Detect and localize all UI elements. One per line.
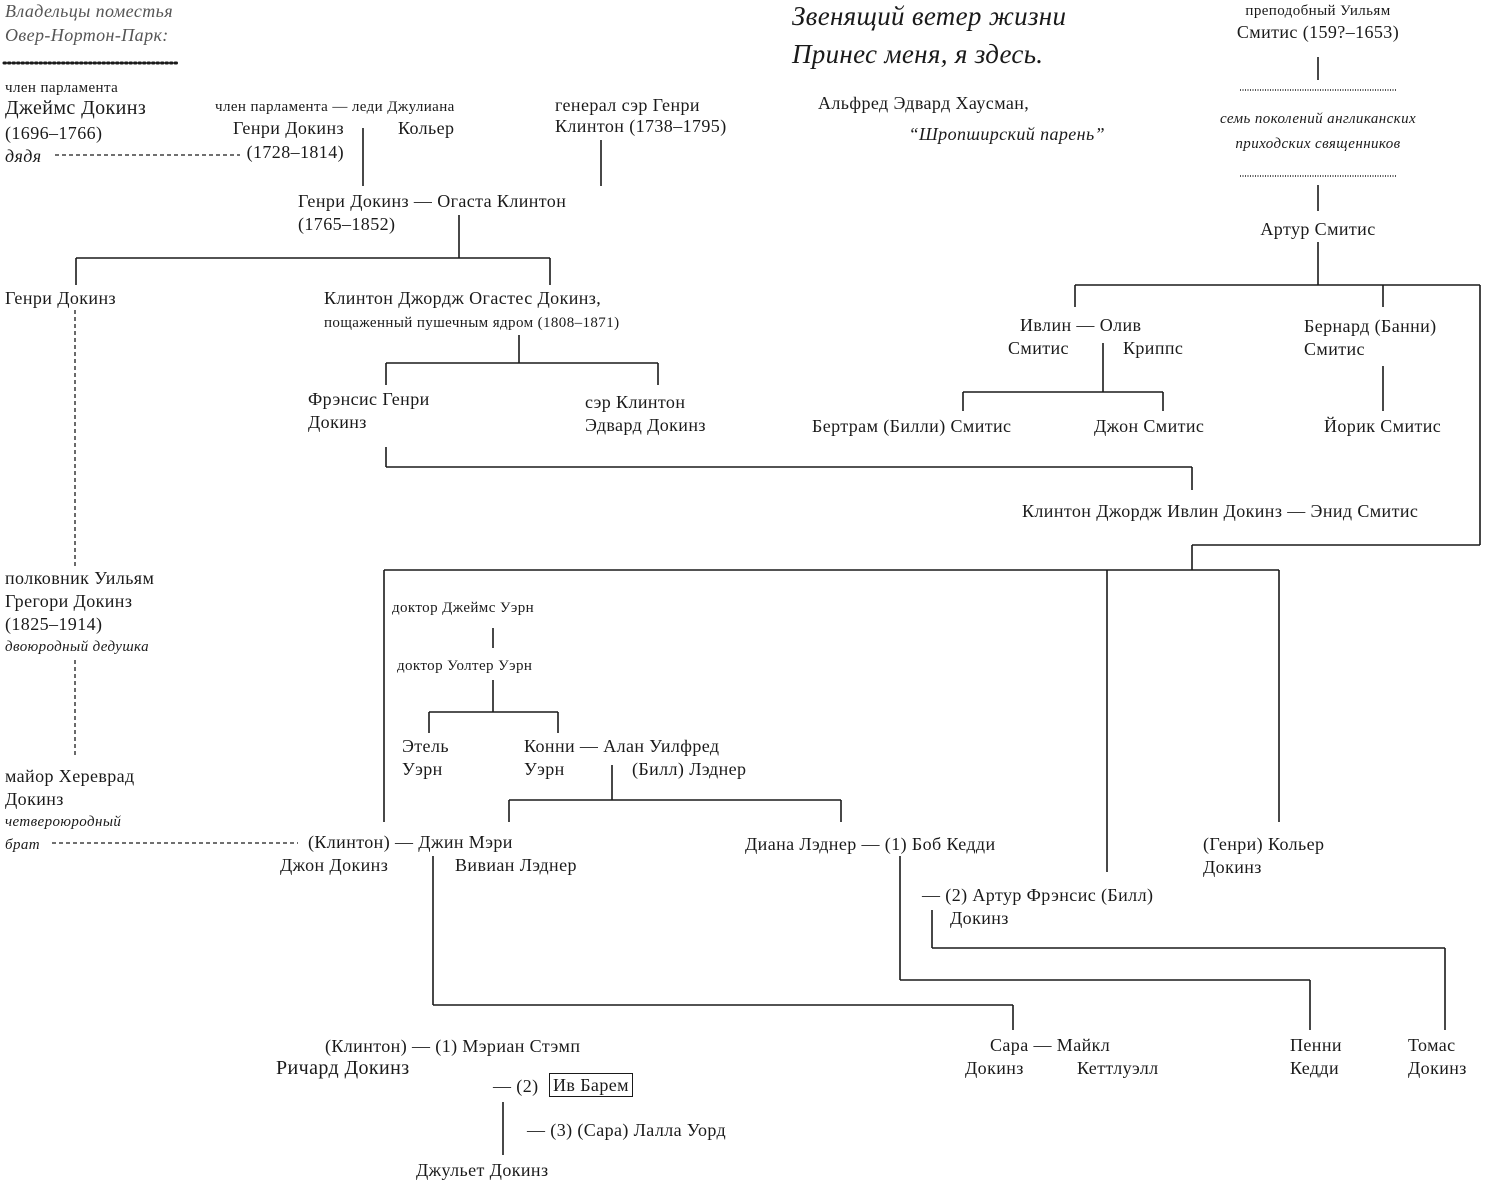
person-name: Криппс — [1123, 338, 1184, 358]
estate-heading: Овер-Нортон-Парк: — [5, 25, 169, 45]
couple-label: Генри Докинз — Огаста Клинтон — [298, 191, 567, 211]
relation-label: дядя — [5, 146, 42, 166]
person-years: (1765–1852) — [298, 214, 396, 234]
couple-label: — (2) Артур Фрэнсис (Билл) — [922, 885, 1154, 905]
couple-label: Сара — Майкл — [990, 1035, 1111, 1055]
couple-label: Конни — Алан Уилфред — [524, 736, 720, 756]
person-name: Томас — [1408, 1035, 1456, 1055]
relation-label: четвероюродный — [5, 814, 122, 830]
person-name: майор Хереврад — [5, 766, 135, 786]
person-name: Джеймс Докинз — [5, 97, 147, 119]
person-title: преподобный Уильям — [1245, 3, 1391, 19]
person-name: Бернард (Банни) — [1304, 316, 1437, 336]
person-name: Докинз — [5, 789, 64, 809]
person-name: Джон Смитис — [1094, 416, 1205, 436]
person-name: Смитис — [1304, 339, 1365, 359]
person-name: Грегори Докинз — [5, 591, 133, 611]
person-title: член парламента — [5, 80, 119, 96]
person-name: Докинз — [1408, 1058, 1467, 1078]
person-name: Артур Смитис — [1260, 219, 1376, 239]
highlighted-person: Ив Барем — [549, 1073, 633, 1097]
person-years: (1696–1766) — [5, 123, 103, 143]
person-name: генерал сэр Генри — [555, 95, 700, 115]
person-name: Пенни — [1290, 1035, 1342, 1055]
person-name: Клинтон (1738–1795) — [555, 116, 727, 136]
relation-label: двоюродный дедушка — [5, 639, 149, 655]
person-name: Уэрн — [524, 759, 565, 779]
person-name: Смитис (159?–1653) — [1236, 22, 1400, 42]
person-name: доктор Джеймс Уэрн — [392, 600, 535, 616]
person-name: Вивиан Лэднер — [455, 855, 577, 875]
epigraph-line: Принес меня, я здесь. — [792, 39, 1044, 69]
person-name: доктор Уолтер Уэрн — [397, 658, 533, 674]
person-name: Генри Докинз — [233, 118, 344, 138]
person-name: Джон Докинз — [280, 855, 389, 875]
person-note: пощаженный пушечным ядром (1808–1871) — [324, 315, 620, 331]
couple-label: Ивлин — Олив — [1020, 315, 1142, 335]
person-name: Эдвард Докинз — [585, 415, 706, 435]
person-years: (1728–1814) — [246, 142, 344, 162]
person-name: Фрэнсис Генри — [308, 389, 430, 409]
person-name: сэр Клинтон — [585, 392, 686, 412]
epigraph-source: “Шропширский парень” — [908, 124, 1105, 144]
person-name: Клинтон Джордж Огастес Докинз, — [324, 288, 602, 308]
epigraph-author: Альфред Эдвард Хаусман, — [818, 93, 1030, 113]
person-name: Кеттлуэлл — [1077, 1058, 1159, 1078]
relation-label: брат — [5, 837, 40, 853]
spouse-number: — (2) — [493, 1076, 539, 1096]
couple-label: Диана Лэднер — (1) Боб Кедди — [745, 834, 996, 854]
person-name: Этель — [402, 736, 449, 756]
couple-label: член парламента — леди Джулиана — [215, 99, 455, 115]
person-name: Кедди — [1290, 1058, 1340, 1078]
person-name: Йорик Смитис — [1324, 416, 1442, 436]
person-name: Смитис — [1008, 338, 1069, 358]
person-name: Джульет Докинз — [416, 1160, 549, 1180]
generations-note: семь поколений англиканских — [1219, 111, 1417, 127]
couple-label: (Клинтон) — (1) Мэриан Стэмп — [325, 1036, 581, 1056]
estate-heading: Владельцы поместья — [5, 1, 173, 21]
generations-note: приходских священников — [1235, 136, 1401, 152]
person-name: Генри Докинз — [5, 288, 116, 308]
person-name: Докинз — [950, 908, 1009, 928]
person-name: Ричард Докинз — [276, 1057, 410, 1079]
epigraph-line: Звенящий ветер жизни — [792, 1, 1067, 31]
person-years: (1825–1914) — [5, 614, 103, 634]
person-name: Докинз — [308, 412, 367, 432]
person-name: (Генри) Кольер — [1203, 834, 1325, 854]
couple-label: — (3) (Сара) Лалла Уорд — [527, 1120, 727, 1140]
person-name: Уэрн — [402, 759, 443, 779]
couple-label: Клинтон Джордж Ивлин Докинз — Энид Смити… — [1022, 501, 1419, 521]
person-name: полковник Уильям — [5, 568, 155, 588]
person-name: Кольер — [398, 118, 455, 138]
person-name: Докинз — [1203, 857, 1262, 877]
person-name: Докинз — [965, 1058, 1024, 1078]
person-name: Бертрам (Билли) Смитис — [812, 416, 1012, 436]
couple-label: (Клинтон) — Джин Мэри — [308, 832, 513, 852]
person-name: (Билл) Лэднер — [632, 759, 747, 779]
